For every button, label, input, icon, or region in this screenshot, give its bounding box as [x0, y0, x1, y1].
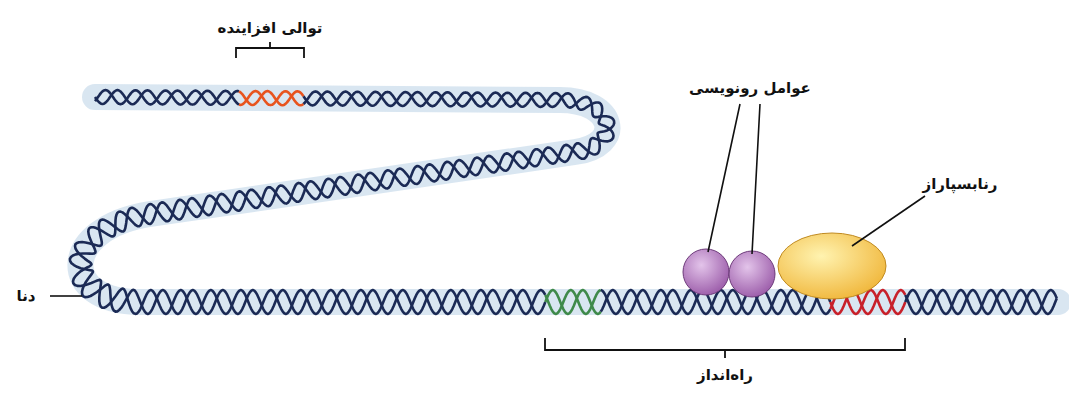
double-helix — [70, 90, 1057, 314]
promoter-bracket — [545, 338, 905, 358]
dna-strand — [545, 290, 601, 314]
enhancer-label: توالی افزاینده — [216, 19, 325, 37]
transcription-factor — [729, 251, 775, 297]
leader-line — [708, 104, 760, 254]
dna-strand — [70, 92, 614, 315]
transcription-factors-label: عوامل رونویسی — [687, 79, 813, 97]
transcription-factor — [683, 249, 729, 295]
dna-strand — [95, 90, 239, 105]
dna-strand — [905, 290, 1057, 314]
dna-strand — [601, 290, 831, 314]
rna-polymerase — [778, 233, 886, 299]
dna-strand — [905, 290, 1057, 314]
dna-strand — [95, 90, 239, 105]
rna-polymerase-label: رنابسپاراز — [921, 175, 1000, 193]
promoter-label: راه‌انداز — [695, 366, 755, 384]
dna-strand — [601, 290, 831, 314]
leader-line — [852, 196, 925, 246]
dna-strand — [73, 91, 614, 314]
enhancer-bracket — [236, 42, 304, 58]
dna-strand — [545, 290, 601, 314]
dna-strand — [239, 91, 304, 105]
dna-strand — [239, 91, 304, 105]
leader-line — [50, 295, 82, 297]
dna-label: دنا — [15, 287, 38, 305]
